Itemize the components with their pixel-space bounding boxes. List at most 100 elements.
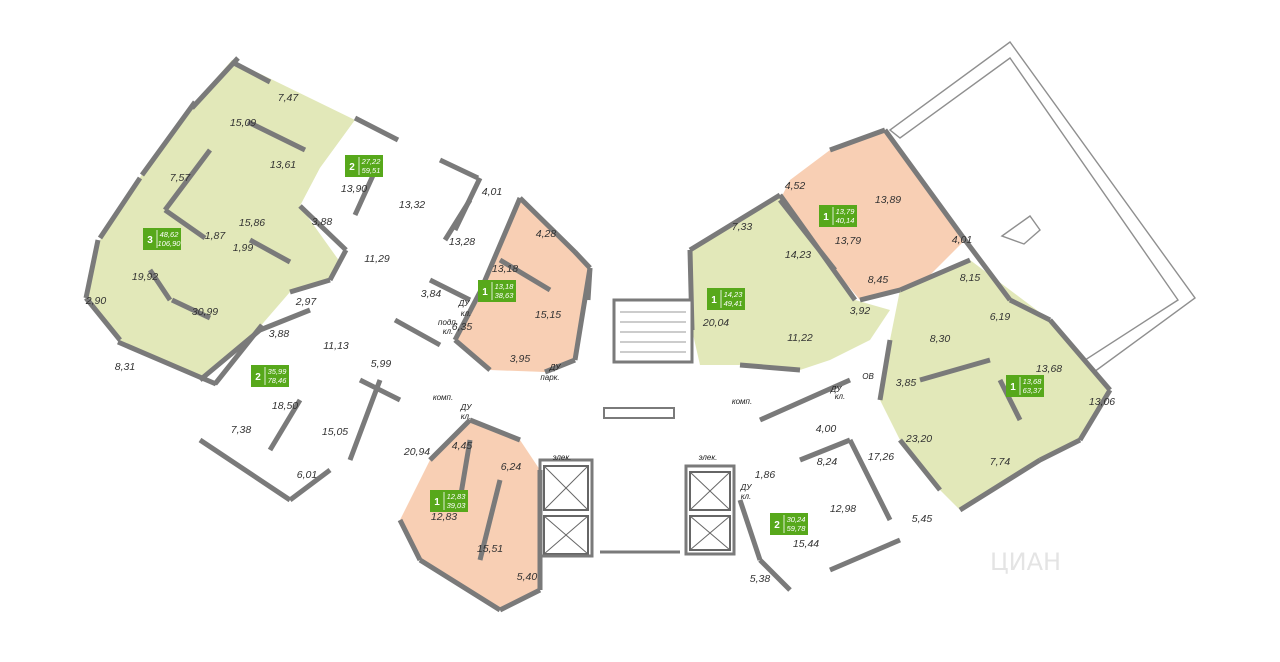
- room-area-label: 7,47: [278, 92, 300, 104]
- room-area-label: 17,26: [868, 451, 894, 463]
- room-area-label: 3,95: [510, 353, 531, 365]
- outer-wall-right: [829, 127, 1113, 513]
- room-tag: комп.: [732, 397, 752, 406]
- room-tag: кл.: [835, 392, 846, 401]
- badge-rooms-box: [770, 513, 784, 535]
- room-area-label: 18,50: [272, 400, 298, 412]
- badge-rooms-box: [819, 205, 833, 227]
- room-area-label: 1,86: [755, 469, 776, 481]
- inner-walls-left: [147, 119, 473, 348]
- room-area-label: 19,92: [132, 271, 158, 283]
- badge-rooms: 2: [349, 162, 355, 173]
- room-area-label: 12,83: [431, 511, 457, 523]
- room-area-label: 6,01: [297, 469, 317, 481]
- room-tags: ДУкл.подп.кл.ДУпарк.комп.ДУкл.элек.элек.…: [433, 299, 875, 501]
- room-tag: ДУ: [458, 299, 471, 308]
- badge-rooms: 1: [482, 287, 488, 298]
- badge-area-box: [157, 228, 181, 250]
- watermark: ЦИАН: [990, 548, 1061, 576]
- room-area-label: 3,88: [269, 328, 290, 340]
- badge-area-box: [784, 513, 808, 535]
- room-area-label: 3,92: [850, 305, 871, 317]
- room-tag: ДУ: [830, 385, 843, 394]
- badge-rooms: 1: [823, 212, 829, 223]
- apartment-1-room-d: [690, 195, 890, 370]
- room-tag: кл.: [443, 327, 454, 336]
- badge-living-area: 35,99: [268, 367, 288, 376]
- room-area-label: 3,84: [421, 288, 442, 300]
- room-area-label: 13,89: [875, 194, 901, 206]
- badge-area-box: [492, 280, 516, 302]
- room-area-label: 13,06: [1089, 396, 1115, 408]
- room-area-label: 7,57: [170, 172, 192, 184]
- badge-total-area: 49,41: [724, 299, 743, 308]
- room-area-label: 13,28: [449, 236, 475, 248]
- room-tag: ОВ: [862, 372, 874, 381]
- room-area-label: 7,33: [732, 221, 753, 233]
- badge-rooms-box: [707, 288, 721, 310]
- badge-living-area: 27,22: [361, 157, 382, 166]
- room-area-label: 4,00: [816, 423, 837, 435]
- badge-rooms-box: [143, 228, 157, 250]
- room-area-label: 13,79: [835, 235, 861, 247]
- room-tag: кл.: [461, 412, 472, 421]
- inner-walls-bottom-right: [737, 377, 901, 592]
- badge-living-area: 13,68: [1023, 377, 1043, 386]
- room-area-label: 15,15: [535, 309, 561, 321]
- room-tag: элек.: [699, 453, 718, 462]
- badge-total-area: 40,14: [836, 216, 855, 225]
- room-area-label: 7,74: [990, 456, 1011, 468]
- badge-area-box: [1020, 375, 1044, 397]
- room-tag: парк.: [540, 373, 559, 382]
- room-area-label: 4,01: [952, 234, 972, 246]
- room-area-label: 13,18: [492, 263, 518, 275]
- room-area-label: 8,15: [960, 272, 981, 284]
- room-area-label: 6,35: [452, 321, 473, 333]
- inner-walls-lower-left: [198, 307, 402, 503]
- badge-living-area: 12,83: [447, 492, 467, 501]
- room-area-label: 12,98: [830, 503, 856, 515]
- apartment-badges: 227,2259,51348,62106,90113,1838,63235,99…: [143, 155, 1044, 535]
- room-area-label: 1,87: [205, 230, 227, 242]
- room-area-label: 8,24: [817, 456, 838, 468]
- room-area-label: 2,90: [85, 295, 107, 307]
- badge-total-area: 39,03: [447, 501, 467, 510]
- badge-rooms-box: [478, 280, 492, 302]
- badge-living-area: 30,24: [787, 515, 806, 524]
- outer-wall-left: [83, 56, 272, 387]
- badge-area-box: [265, 365, 289, 387]
- elevator-shafts: [538, 458, 736, 558]
- room-area-label: 11,13: [323, 340, 349, 352]
- room-tag: кл.: [741, 492, 752, 501]
- apartment-2-room-c: [740, 380, 940, 590]
- apartment-1-room-b: [400, 420, 540, 610]
- room-area-label: 3,88: [312, 216, 333, 228]
- room-tag: подп.: [438, 318, 458, 327]
- badge-living-area: 13,18: [495, 282, 515, 291]
- room-area-label: 20,04: [702, 317, 729, 329]
- terrace-inner: [1000, 215, 1041, 245]
- badge-area-box: [444, 490, 468, 512]
- badge-rooms-box: [251, 365, 265, 387]
- room-area-label: 8,45: [868, 274, 889, 286]
- badge-living-area: 14,23: [724, 290, 744, 299]
- room-area-label: 14,23: [785, 249, 811, 261]
- room-area-label: 5,99: [371, 358, 392, 370]
- badge-living-area: 13,79: [836, 207, 856, 216]
- area-labels: 7,4715,0913,617,5715,861,871,9919,9230,9…: [85, 92, 1116, 585]
- inner-walls-center: [452, 197, 593, 375]
- room-area-label: 2,97: [295, 296, 318, 308]
- apartment-1-room-e: [880, 260, 1110, 510]
- badge-total-area: 38,63: [495, 291, 515, 300]
- badge-rooms-box: [345, 155, 359, 177]
